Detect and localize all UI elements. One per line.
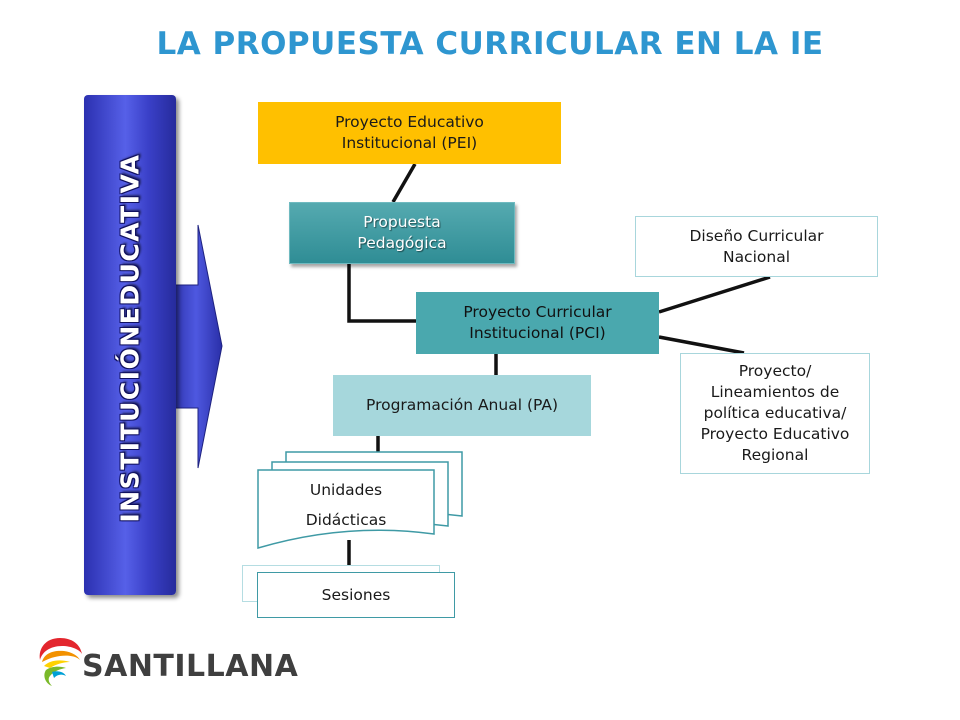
node-pci-line1: Proyecto Curricular — [463, 303, 612, 321]
connector-propuesta-pci — [347, 264, 416, 323]
node-regional-line2: Lineamientos de — [710, 383, 840, 401]
node-unidades-line2: Didácticas — [305, 511, 387, 529]
node-pa-label: Programación Anual (PA) — [366, 396, 558, 414]
node-sesiones: Sesiones — [257, 572, 455, 618]
node-propuesta-line1: Propuesta — [363, 213, 441, 231]
connector-pci-dcn — [658, 275, 771, 314]
node-regional-line4: Proyecto Educativo — [700, 425, 850, 443]
sidebar-bar — [84, 95, 176, 595]
node-pci-line2: Institucional (PCI) — [469, 324, 606, 342]
node-dcn-line2: Nacional — [722, 247, 791, 266]
document-shape-front — [257, 469, 435, 550]
node-pei-line2: Institucional (PEI) — [341, 134, 478, 152]
node-sesiones-label: Sesiones — [321, 585, 391, 604]
node-regional-line5: Regional — [741, 446, 809, 464]
node-unidades-line1: Unidades — [309, 481, 383, 499]
node-regional: Proyecto/ Lineamientos de política educa… — [680, 353, 870, 474]
page-title: LA PROPUESTA CURRICULAR EN LA IE — [156, 26, 824, 62]
node-pei-line1: Proyecto Educativo — [335, 113, 484, 131]
node-pa: Programación Anual (PA) — [333, 375, 591, 436]
unidades-stack — [257, 451, 463, 550]
node-propuesta-line2: Pedagógica — [357, 234, 447, 252]
santillana-logo-text: SANTILLANA — [82, 649, 299, 684]
node-regional-line3: política educativa/ — [703, 404, 847, 422]
connector-pci-regional — [658, 335, 745, 355]
santillana-logo-icon — [39, 638, 82, 686]
node-regional-line1: Proyecto/ — [738, 362, 812, 380]
node-dcn-line1: Diseño Curricular — [689, 226, 824, 245]
connector-pei-propuesta — [391, 163, 417, 203]
